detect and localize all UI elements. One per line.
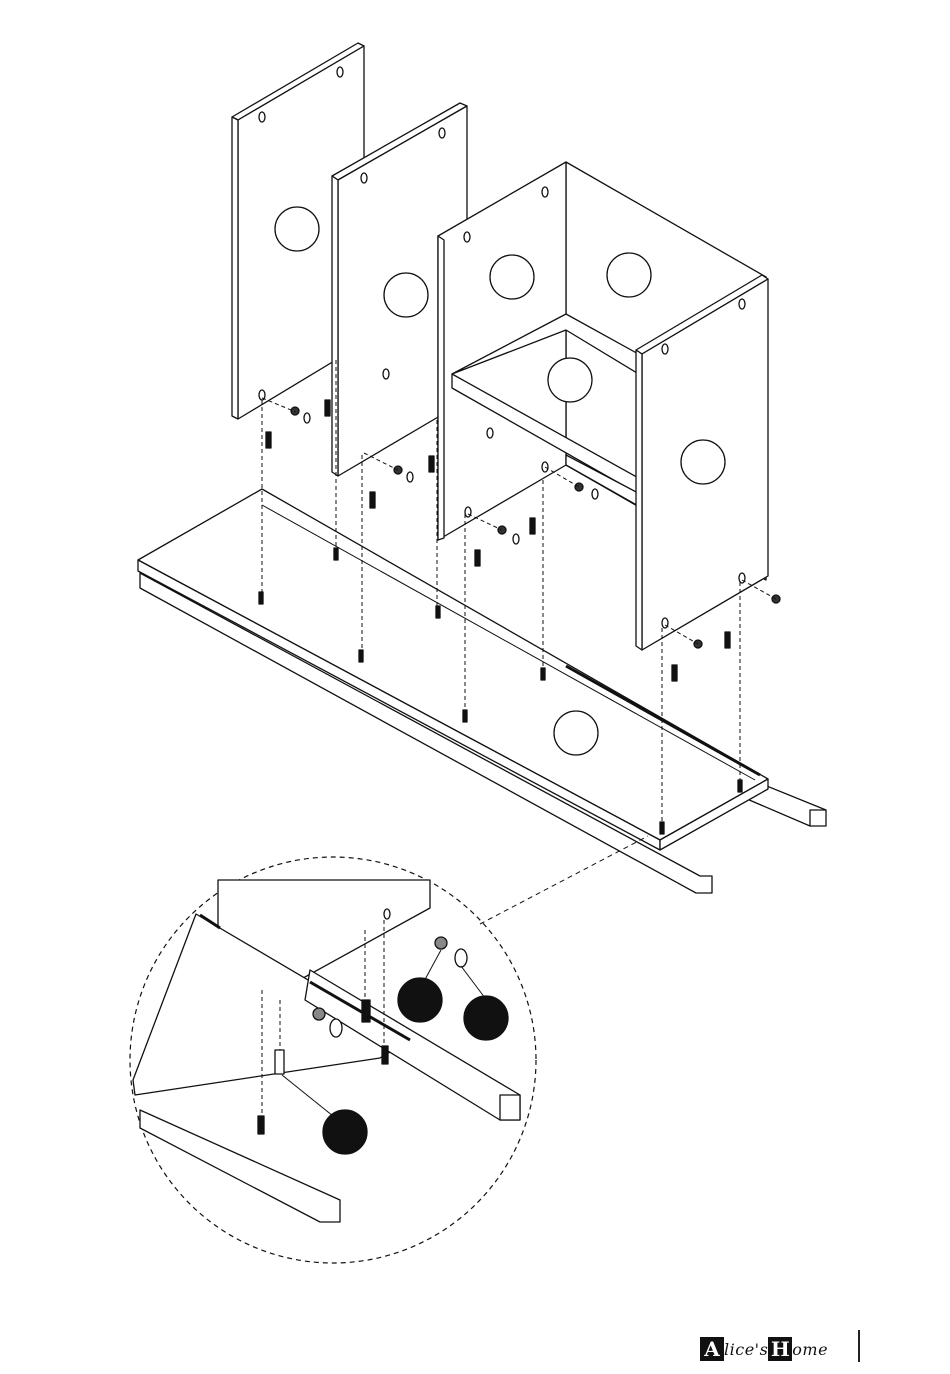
cabinet-box <box>438 162 768 650</box>
cabinet-back-hole-right <box>607 253 651 297</box>
callout-dot-3 <box>323 1110 367 1154</box>
logo-text-part-2: ome <box>792 1340 828 1359</box>
base-cable-hole <box>554 711 598 755</box>
brand-logo: A lice's H ome <box>700 1334 828 1364</box>
cabinet-back-hole-left <box>490 255 534 299</box>
logo-letter-a: A <box>700 1337 724 1361</box>
panel-2-cable-hole <box>384 273 428 317</box>
logo-letter-h: H <box>768 1337 792 1361</box>
cabinet-side-hole <box>681 440 725 484</box>
panel-1-cable-hole <box>275 207 319 251</box>
callout-dot-1 <box>398 978 442 1022</box>
callout-dot-2 <box>464 996 508 1040</box>
cabinet-shelf-hole <box>548 358 592 402</box>
detail-callout <box>130 836 648 1263</box>
logo-text-part-1: lice's <box>724 1340 768 1359</box>
footer-divider <box>858 1330 860 1362</box>
